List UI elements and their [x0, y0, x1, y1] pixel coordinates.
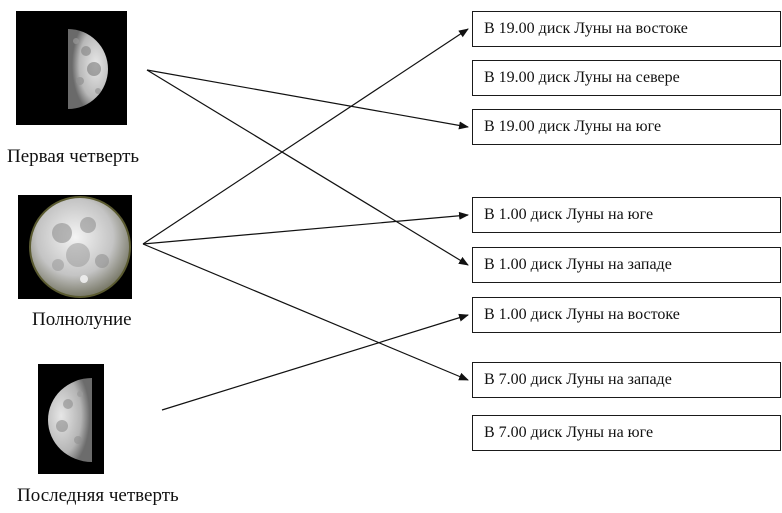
- arrow-last-quarter-to-statement-5: [161, 313, 469, 411]
- statement-box: В 19.00 диск Луны на юге: [472, 109, 781, 145]
- full-moon-icon: [18, 195, 132, 299]
- last-quarter-label: Последняя четверть: [17, 485, 179, 506]
- statement-box: В 19.00 диск Луны на востоке: [472, 11, 781, 47]
- statement-box: В 1.00 диск Луны на западе: [472, 247, 781, 283]
- arrow-full-moon-to-statement-6: [142, 243, 469, 381]
- arrow-first-quarter-to-statement-2: [146, 69, 469, 130]
- arrow-full-moon-to-statement-3: [142, 211, 469, 245]
- last-quarter-moon-icon: [38, 364, 104, 474]
- first-quarter-label: Первая четверть: [7, 146, 140, 167]
- arrow-full-moon-to-statement-0: [142, 28, 469, 245]
- statement-box: В 7.00 диск Луны на западе: [472, 362, 781, 398]
- statement-box: В 1.00 диск Луны на юге: [472, 197, 781, 233]
- statement-box: В 1.00 диск Луны на востоке: [472, 297, 781, 333]
- statement-box: В 19.00 диск Луны на севере: [472, 60, 781, 96]
- first-quarter-moon-icon: [16, 11, 127, 125]
- full-moon-label: Полнолуние: [32, 309, 132, 330]
- statement-box: В 7.00 диск Луны на юге: [472, 415, 781, 451]
- arrow-first-quarter-to-statement-4: [146, 69, 469, 266]
